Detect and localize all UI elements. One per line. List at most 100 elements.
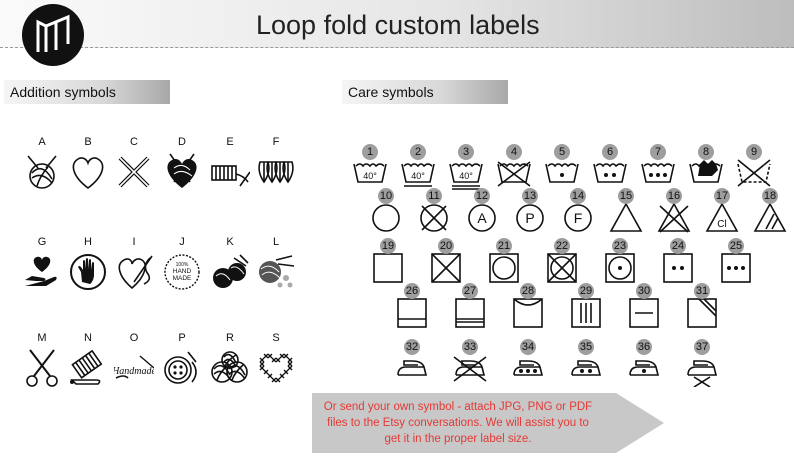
line-dry-icon [510,295,546,336]
care-number-badge-16: 16 [666,188,682,204]
do-not-dry-clean-icon [416,200,452,241]
addition-letter-s: S [272,332,280,344]
heart-outline-icon [68,152,108,197]
cross-stitch-heart-icon [256,348,296,393]
logo-icon [36,14,70,52]
care-number-badge-12: 12 [474,188,490,204]
dry-flat-icon [626,295,662,336]
care-number-badge-19: 19 [380,238,396,254]
addition-letter-a: A [38,136,46,148]
addition-letter-r: R [226,332,234,344]
thread-spool-needle-icon [210,152,251,197]
wash-two-dots-icon [592,156,628,197]
dry-clean-p-icon: P [512,200,548,241]
care-number-badge-24: 24 [670,238,686,254]
svg-text:A: A [477,210,487,226]
chlorine-bleach-icon: Cl [704,200,740,241]
care-number-badge-17: 17 [714,188,730,204]
care-number-badge-36: 36 [636,339,652,355]
svg-text:Handmade: Handmade [114,366,154,377]
iron-one-dot-icon [626,351,662,392]
heart-needle-thread-icon [114,252,154,297]
header-bar [0,0,794,48]
svg-text:Cl: Cl [717,219,726,230]
addition-letter-b: B [84,136,92,148]
svg-text:100%: 100% [176,262,189,268]
yarn-ball-flowers-icon [256,252,296,297]
non-chlorine-bleach-icon [752,200,788,241]
addition-letter-l: L [272,236,280,248]
addition-letter-f: F [272,136,280,148]
addition-letter-m: M [37,332,47,344]
addition-letter-g: G [37,236,47,248]
addition-letter-j: J [179,236,185,248]
care-number-badge-2: 2 [410,144,426,160]
care-number-badge-34: 34 [520,339,536,355]
hand-wash-icon [688,156,724,197]
care-number-badge-31: 31 [694,283,710,299]
wash-one-dot-icon [544,156,580,197]
care-number-badge-23: 23 [612,238,628,254]
knit-stitch-icon [256,152,296,197]
care-number-badge-35: 35 [578,339,594,355]
do-not-bleach-icon [656,200,692,241]
do-not-steam-icon [684,351,720,392]
care-number-badge-13: 13 [522,188,538,204]
svg-text:MADE: MADE [173,275,192,282]
care-number-badge-3: 3 [458,144,474,160]
care-number-badge-1: 1 [362,144,378,160]
button-thread-icon [162,348,202,393]
care-number-badge-32: 32 [404,339,420,355]
addition-letter-o: O [129,332,139,344]
addition-letter-i: I [132,236,136,248]
care-number-badge-4: 4 [506,144,522,160]
dry-clean-f-icon: F [560,200,596,241]
drip-dry-lines-icon [568,295,604,336]
addition-letter-k: K [226,236,234,248]
care-number-badge-9: 9 [746,144,762,160]
care-number-badge-29: 29 [578,283,594,299]
care-number-badge-26: 26 [404,283,420,299]
yarn-balls-needles-icon [210,252,250,297]
care-number-badge-27: 27 [462,283,478,299]
do-not-tumble-dry-crossed-icon [544,250,580,291]
care-number-badge-37: 37 [694,339,710,355]
brand-logo [22,4,84,66]
care-number-badge-20: 20 [438,238,454,254]
care-number-badge-28: 28 [520,283,536,299]
tumble-square-icon [370,250,406,291]
yarn-ball-needles-icon [22,152,62,197]
dry-three-dots-icon [718,250,754,291]
care-number-badge-21: 21 [496,238,512,254]
addition-letter-h: H [84,236,92,248]
care-number-badge-30: 30 [636,283,652,299]
addition-symbols-heading: Addition symbols [4,80,170,104]
care-number-badge-6: 6 [602,144,618,160]
iron-two-dots-icon [568,351,604,392]
dry-clean-icon [368,200,404,241]
care-number-badge-18: 18 [762,188,778,204]
care-number-badge-11: 11 [426,188,442,204]
addition-letter-c: C [130,136,138,148]
care-number-badge-33: 33 [462,339,478,355]
care-symbols-heading: Care symbols [342,80,508,104]
dry-in-shade-icon [684,295,720,336]
iron-three-dots-icon [510,351,546,392]
three-yarn-balls-icon [210,348,250,393]
care-number-badge-22: 22 [554,238,570,254]
do-not-tumble-dry-icon [428,250,464,291]
care-number-badge-7: 7 [650,144,666,160]
heart-in-hand-icon [22,252,62,297]
dry-two-dots-icon [660,250,696,291]
custom-symbol-note: Or send your own symbol - attach JPG, PN… [323,401,593,445]
svg-text:P: P [525,210,534,226]
hand-in-circle-icon [68,252,108,297]
handmade-script-needle-icon: Handmade [111,348,156,393]
wash-40-gentle-icon: 40° [400,156,436,197]
drip-dry-icon [394,295,430,336]
do-not-wash-dashed-icon [736,156,772,197]
care-number-badge-5: 5 [554,144,570,160]
addition-letter-d: D [178,136,186,148]
do-not-wash-icon [496,156,532,197]
